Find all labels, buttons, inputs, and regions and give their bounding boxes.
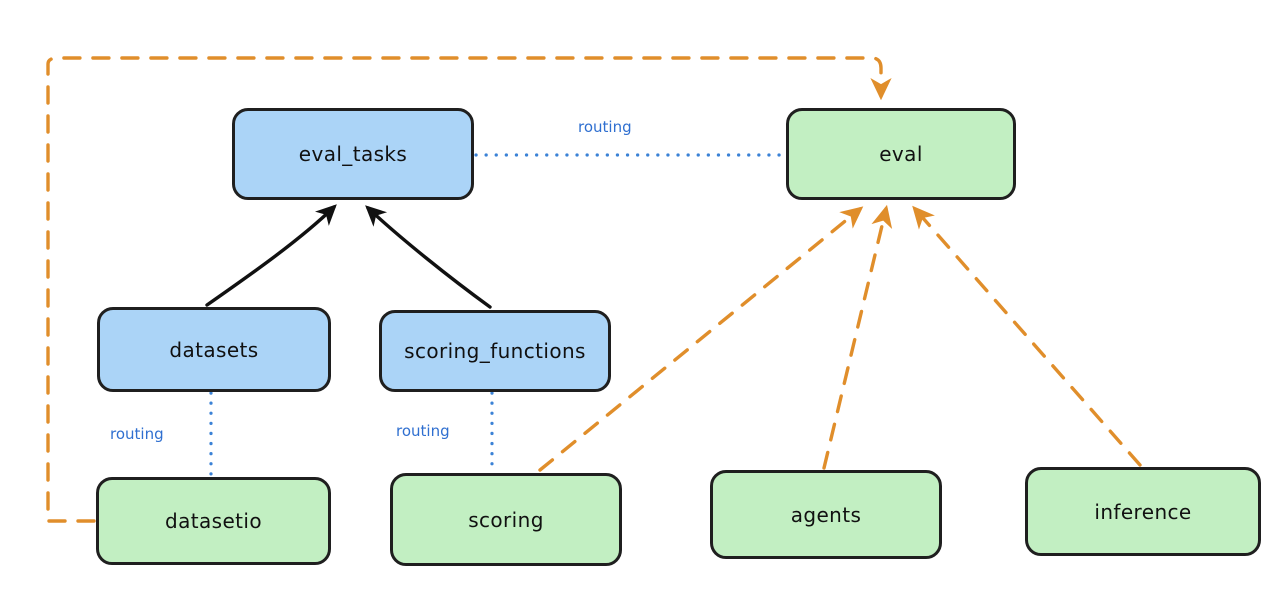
node-label: inference <box>1094 499 1192 524</box>
node-agents[interactable]: agents <box>710 470 942 559</box>
edge-label-routing-datasets: routing <box>110 425 164 443</box>
node-datasets[interactable]: datasets <box>97 307 331 392</box>
node-label: scoring_functions <box>404 339 586 363</box>
edge-agents-to-eval <box>822 204 893 470</box>
edge-datasets-to-eval-tasks <box>205 204 337 307</box>
edge-inference-to-eval <box>912 205 1142 467</box>
node-label: eval_tasks <box>298 142 408 166</box>
node-label: scoring <box>468 507 544 532</box>
edge-label-routing-scoring-functions: routing <box>396 422 450 440</box>
edge-datasetio-to-eval <box>46 56 892 523</box>
node-inference[interactable]: inference <box>1025 467 1261 556</box>
node-eval-tasks[interactable]: eval_tasks <box>232 108 474 200</box>
node-label: datasets <box>169 337 259 362</box>
node-label: datasetio <box>164 509 262 533</box>
node-eval[interactable]: eval <box>786 108 1016 200</box>
edge-scoring-to-eval <box>538 206 864 472</box>
edge-label-routing-eval-tasks: routing <box>578 118 632 136</box>
node-scoring-functions[interactable]: scoring_functions <box>379 310 611 392</box>
node-datasetio[interactable]: datasetio <box>96 477 331 565</box>
node-label: eval <box>879 142 923 166</box>
node-label: agents <box>790 502 862 527</box>
node-scoring[interactable]: scoring <box>390 473 622 566</box>
edge-scoring-functions-to-eval-tasks <box>365 205 492 309</box>
